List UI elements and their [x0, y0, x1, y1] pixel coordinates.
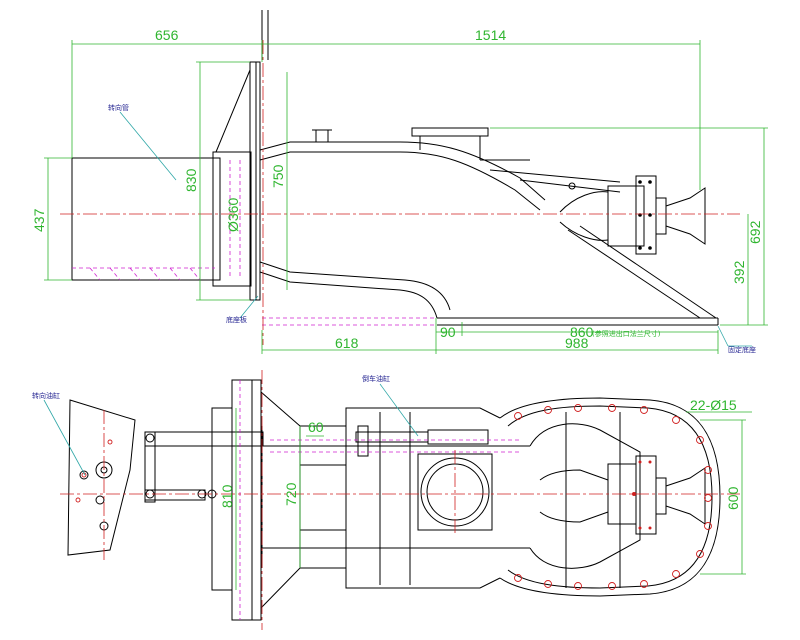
dim-437: 437 [31, 208, 47, 232]
plan-view-hidden-lines [239, 380, 520, 620]
plan-view [67, 379, 721, 621]
label-steering-cylinder: 转向油缸 [32, 391, 60, 400]
dim-750: 750 [270, 164, 286, 188]
label-fixed-base: 固定底座 [728, 345, 756, 354]
label-reverse-cylinder: 倒车油缸 [362, 374, 390, 383]
dim-830: 830 [183, 168, 199, 192]
dim-988: 988 [565, 335, 589, 351]
dim-90: 90 [440, 324, 456, 340]
dim-860-note: (参照进出口法兰尺寸) [592, 329, 661, 338]
label-baseplate: 底座板 [226, 315, 247, 324]
plan-view-dimension-lines [235, 408, 752, 590]
plan-view-leaders [43, 383, 419, 476]
dim-656: 656 [155, 27, 179, 43]
side-elevation-dimension-lines [44, 40, 768, 354]
dim-392: 392 [731, 260, 747, 284]
dim-600: 600 [725, 486, 741, 510]
plan-view-bolt-holes [75, 404, 712, 590]
plan-view-bolt-dots [632, 460, 652, 530]
dim-dia-360: Ø360 [225, 198, 241, 232]
dim-1514: 1514 [475, 27, 506, 43]
dim-618: 618 [335, 335, 359, 351]
side-elevation-hidden-lines [72, 160, 436, 326]
label-inlet-pipe: 转向管 [108, 103, 129, 112]
plan-view-centerline [60, 370, 740, 630]
side-elevation-view [71, 10, 719, 326]
dim-bolt-holes: 22-Ø15 [690, 397, 737, 413]
side-elevation-leaders [119, 111, 752, 347]
dim-692: 692 [747, 220, 763, 244]
dim-60: 60 [308, 419, 324, 435]
side-elevation-centerline [60, 40, 740, 345]
dim-860: 860 [570, 324, 594, 340]
dim-720: 720 [283, 482, 299, 506]
dim-810: 810 [219, 484, 235, 508]
